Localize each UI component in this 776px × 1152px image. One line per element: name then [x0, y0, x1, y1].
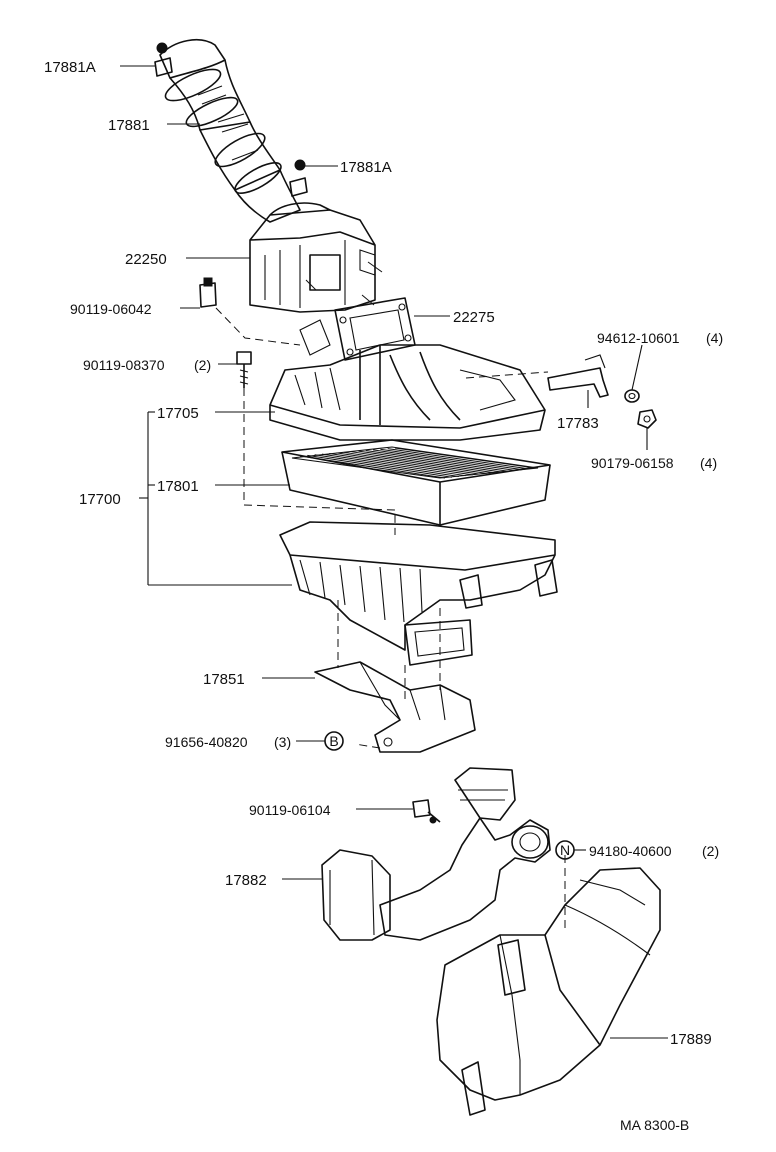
label-22275: 22275: [453, 309, 495, 326]
filter-pleat-line: [329, 453, 473, 476]
label-17783: 17783: [557, 415, 599, 432]
label-94180-40600: 94180-40600: [589, 843, 672, 859]
label-90119-06104: 90119-06104: [249, 802, 331, 818]
leader-lines: [120, 65, 668, 1039]
marker-b-text: B: [329, 733, 338, 749]
marker-n-text: N: [560, 842, 570, 858]
filter-pleat-line: [365, 449, 508, 472]
air-flow-meter-22250: [249, 202, 383, 313]
label-91656-qty: (3): [274, 734, 291, 750]
bracket-17783: [547, 354, 609, 398]
label-17882: 17882: [225, 872, 267, 889]
resonator-bracket-17851: [314, 661, 476, 753]
air-duct-17882: [321, 767, 551, 941]
filter-pleat-line: [373, 449, 515, 471]
filter-pleat-line: [321, 453, 466, 477]
filter-pleat-line: [380, 448, 522, 471]
lower-case: [279, 521, 558, 666]
filter-pleat-line: [307, 454, 452, 478]
label-94180-qty: (2): [702, 843, 719, 859]
label-17700: 17700: [79, 491, 121, 508]
footer-code: MA 8300-B: [620, 1117, 689, 1133]
label-17881A-mid: 17881A: [340, 159, 392, 176]
intake-resonator-17889: [436, 867, 661, 1116]
marker-n-circle: N: [555, 840, 575, 860]
filter-pleat-line: [299, 455, 446, 479]
filter-pleat-line: [394, 447, 536, 469]
upper-case-17705: [269, 319, 546, 441]
gasket-22275: [334, 297, 416, 361]
filter-pleat-line: [351, 451, 494, 474]
marker-b-circle: B: [324, 731, 344, 751]
filter-pleat-line: [336, 452, 480, 475]
bolt-90119-06104: [412, 799, 441, 824]
bolt-90119-08370: [236, 351, 252, 388]
label-17801: 17801: [157, 478, 199, 495]
label-17705: 17705: [157, 405, 199, 422]
label-22250: 22250: [125, 251, 167, 268]
label-90119-06042: 90119-06042: [70, 301, 152, 317]
filter-pleat-line: [343, 451, 487, 474]
label-94612-qty: (4): [706, 330, 723, 346]
label-17881A-top: 17881A: [44, 59, 96, 76]
bolt-90119-06042: [199, 277, 217, 308]
nut-90179-06158: [637, 409, 657, 429]
filter-pleat-line: [314, 454, 459, 477]
label-17889: 17889: [670, 1031, 712, 1048]
label-90179-qty: (4): [700, 455, 717, 471]
part-labels: 17881A 17881 17881A 22250 90119-06042 22…: [44, 59, 723, 1133]
label-90119-08370: 90119-08370: [83, 357, 165, 373]
assembly-lines: [215, 307, 566, 930]
nut-94612-10601: [624, 389, 640, 403]
label-90179-06158: 90179-06158: [591, 455, 674, 471]
label-90119-08370-qty: (2): [194, 357, 211, 373]
label-17851: 17851: [203, 671, 245, 688]
label-94612-10601: 94612-10601: [597, 330, 680, 346]
label-91656-40820: 91656-40820: [165, 734, 248, 750]
intake-hose-17881: [154, 39, 308, 223]
label-17881: 17881: [108, 117, 150, 134]
filter-element-17801: [281, 439, 551, 526]
filter-pleat-line: [387, 448, 529, 470]
filter-pleat-line: [358, 450, 501, 473]
